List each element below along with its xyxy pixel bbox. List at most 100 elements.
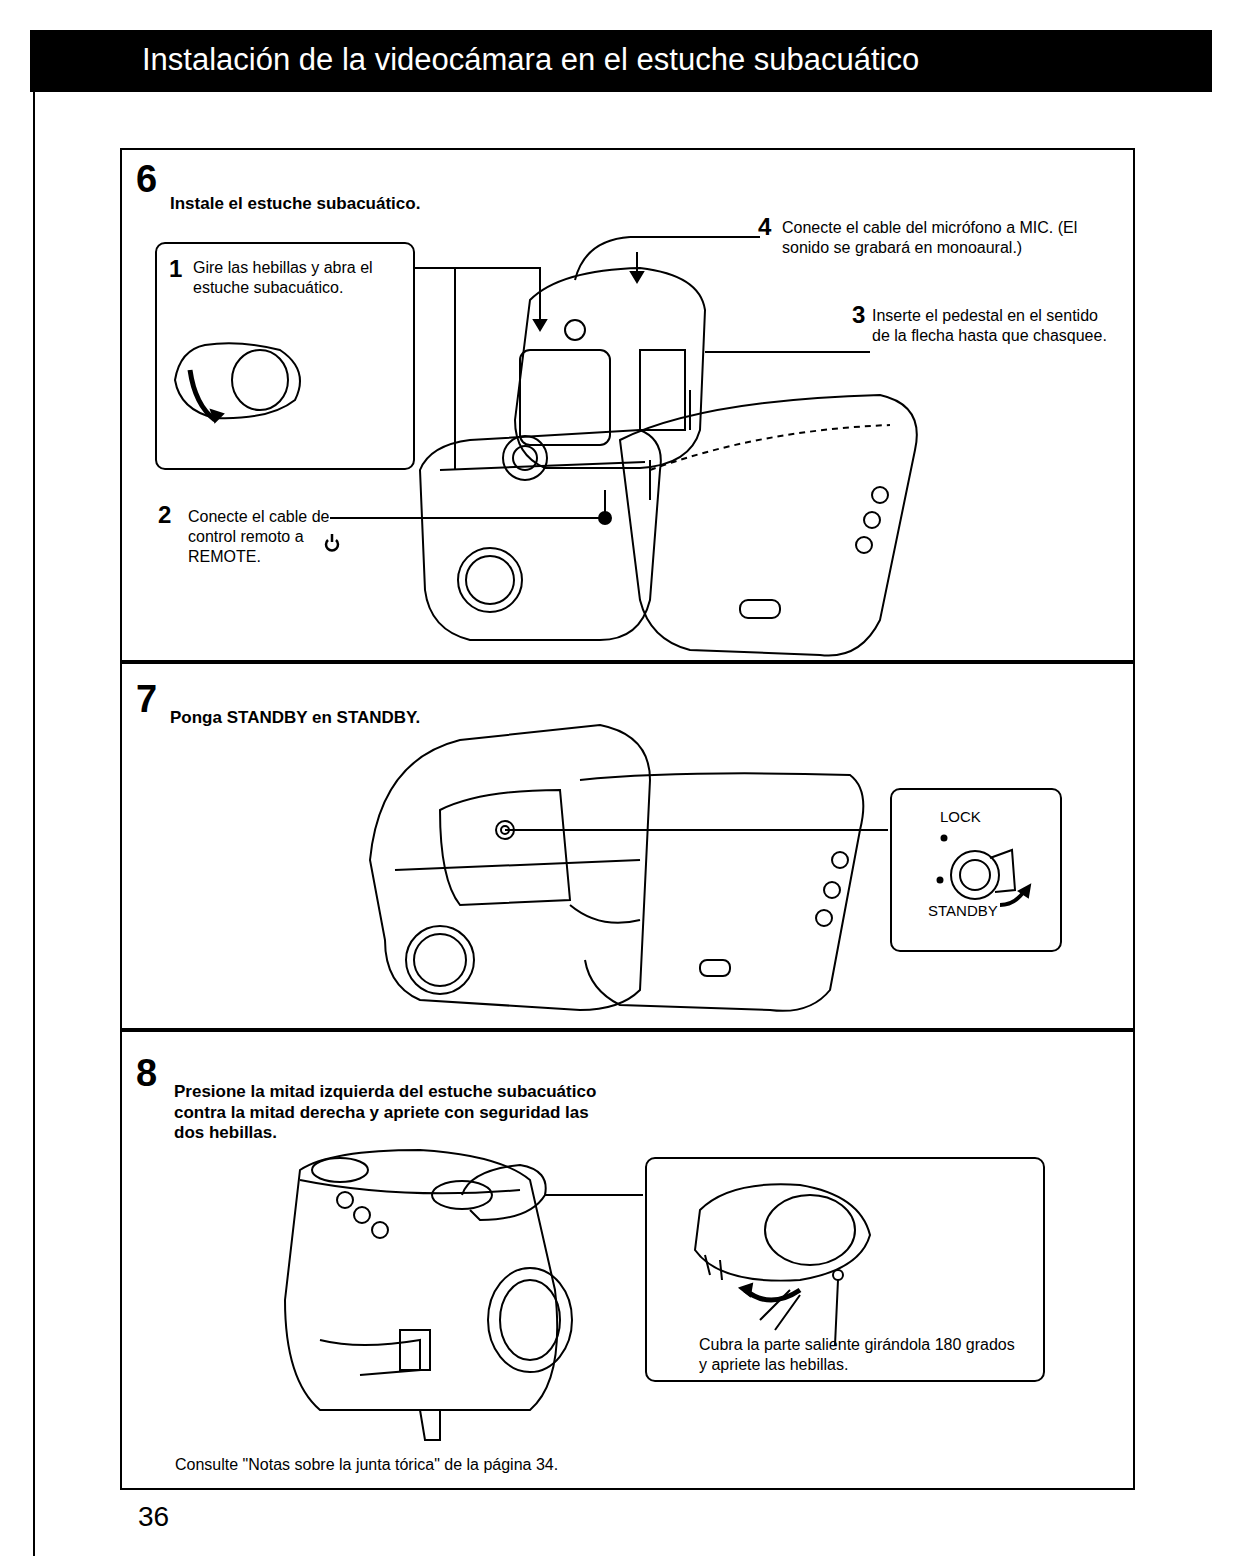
illustration-stroke bbox=[488, 1268, 572, 1372]
callout-number: 4 bbox=[758, 212, 771, 241]
illustration-stroke bbox=[938, 878, 943, 883]
instruction-text: Inserte el pedestal en el sentido de la … bbox=[872, 306, 1107, 345]
illustration-stroke bbox=[990, 850, 1015, 892]
instruction-text: Gire las hebillas y abra el estuche suba… bbox=[193, 258, 408, 297]
illustration-stroke bbox=[190, 370, 215, 420]
illustration-stroke bbox=[496, 821, 514, 839]
illustration-stroke bbox=[580, 773, 863, 1011]
standby-dial bbox=[938, 836, 1031, 906]
illustration-stroke bbox=[413, 268, 540, 330]
illustration-stroke bbox=[513, 446, 537, 470]
illustration-stroke bbox=[650, 390, 690, 500]
illustration-stroke bbox=[942, 836, 947, 841]
illustration-stroke bbox=[312, 1158, 368, 1182]
illustration-stroke bbox=[458, 548, 522, 612]
illustration-stroke bbox=[545, 1194, 643, 1196]
illustration-stroke bbox=[816, 910, 832, 926]
illustration-stroke bbox=[740, 1284, 752, 1296]
step-panel: 7Ponga STANDBY en STANDBY.LOCKSTANDBY bbox=[120, 662, 1135, 1030]
illustration-stroke bbox=[640, 350, 685, 430]
signal-name: REMOTE. bbox=[188, 547, 261, 567]
illustration-stroke bbox=[575, 237, 630, 280]
illustration-stroke bbox=[320, 1340, 420, 1375]
step-number: 7 bbox=[136, 676, 157, 722]
open-case-illustration bbox=[420, 395, 917, 656]
illustration-stroke bbox=[395, 860, 640, 870]
illustration-stroke bbox=[960, 860, 990, 890]
illustration-stroke bbox=[432, 1181, 492, 1209]
illustration-stroke bbox=[462, 1165, 546, 1220]
illustration-stroke bbox=[285, 1150, 557, 1410]
illustration-stroke bbox=[420, 1410, 440, 1440]
illustration-stroke bbox=[414, 934, 466, 986]
illustration-stroke bbox=[833, 1270, 843, 1280]
title-band: Instalación de la videocámara en el estu… bbox=[30, 30, 1212, 92]
illustration-stroke bbox=[466, 556, 514, 604]
illustration-stroke bbox=[630, 236, 760, 238]
illustration-stroke bbox=[440, 462, 645, 470]
dial-label: STANDBY bbox=[928, 902, 998, 920]
illustration-stroke bbox=[337, 1192, 353, 1208]
callout-number: 1 bbox=[169, 254, 182, 283]
illustration-stroke bbox=[570, 905, 640, 923]
illustration-stroke bbox=[631, 272, 643, 282]
buckle-illustration bbox=[175, 343, 300, 422]
illustration-stroke bbox=[501, 826, 509, 834]
illustration-stroke bbox=[372, 1222, 388, 1238]
illustration-stroke bbox=[856, 537, 872, 553]
leader-line bbox=[326, 237, 870, 550]
illustration-stroke bbox=[420, 430, 661, 640]
illustration-stroke bbox=[872, 487, 888, 503]
illustration-stroke bbox=[211, 410, 223, 422]
illustration-stroke bbox=[33, 92, 35, 1556]
step-heading: Presione la mitad izquierda del estuche … bbox=[174, 1082, 604, 1144]
illustration-stroke bbox=[700, 960, 730, 976]
illustration-stroke bbox=[454, 268, 456, 470]
dial-inset: LOCK STANDBY bbox=[890, 788, 1062, 952]
callout-number: 2 bbox=[158, 500, 171, 529]
illustration-stroke bbox=[864, 512, 880, 528]
page-number: 36 bbox=[138, 1500, 169, 1534]
illustration-stroke bbox=[695, 1184, 870, 1280]
instruction-text: Cubra la parte saliente girándola 180 gr… bbox=[699, 1335, 1019, 1374]
illustration-stroke bbox=[330, 517, 600, 519]
illustration-stroke bbox=[599, 512, 611, 524]
illustration-stroke bbox=[534, 320, 546, 330]
illustration-stroke bbox=[565, 320, 585, 340]
illustration-stroke bbox=[705, 351, 870, 353]
illustration-stroke bbox=[500, 1280, 560, 1360]
step-number: 6 bbox=[136, 156, 157, 202]
illustration-stroke bbox=[400, 1330, 430, 1370]
buckle-inset: Cubra la parte saliente girándola 180 gr… bbox=[645, 1157, 1045, 1382]
instruction-text: Conecte el cable de control remoto a bbox=[188, 507, 338, 546]
illustration-stroke bbox=[1019, 885, 1030, 897]
step-heading: Instale el estuche subacuático. bbox=[170, 194, 690, 215]
illustration-stroke bbox=[300, 1180, 520, 1193]
dial-label: LOCK bbox=[940, 808, 981, 826]
illustration-stroke bbox=[440, 790, 570, 905]
closed-case-illustration bbox=[285, 1150, 643, 1440]
illustration-stroke bbox=[1000, 890, 1025, 905]
illustration-stroke bbox=[503, 436, 547, 480]
page-title: Instalación de la videocámara en el estu… bbox=[142, 42, 919, 78]
illustration-stroke bbox=[505, 829, 888, 831]
illustration-stroke bbox=[832, 852, 848, 868]
note-text: Consulte "Notas sobre la junta tórica" d… bbox=[175, 1455, 558, 1475]
illustration-stroke bbox=[232, 350, 288, 410]
step-panel: 8Presione la mitad izquierda del estuche… bbox=[120, 1030, 1135, 1490]
instruction-text: Conecte el cable del micrófono a MIC. (E… bbox=[782, 218, 1117, 257]
illustration-stroke bbox=[406, 926, 474, 994]
illustration-stroke bbox=[370, 725, 650, 1010]
illustration-stroke bbox=[520, 350, 610, 445]
illustration-stroke bbox=[765, 1195, 855, 1265]
illustration-stroke bbox=[620, 395, 917, 656]
open-case-illustration bbox=[370, 725, 888, 1011]
illustration-stroke bbox=[636, 252, 638, 280]
illustration-stroke bbox=[705, 1255, 722, 1280]
illustration-stroke bbox=[326, 534, 338, 550]
illustration-stroke bbox=[515, 268, 705, 468]
illustration-stroke bbox=[740, 600, 780, 618]
illustration-stroke bbox=[824, 882, 840, 898]
buckle-illustration bbox=[695, 1184, 870, 1345]
